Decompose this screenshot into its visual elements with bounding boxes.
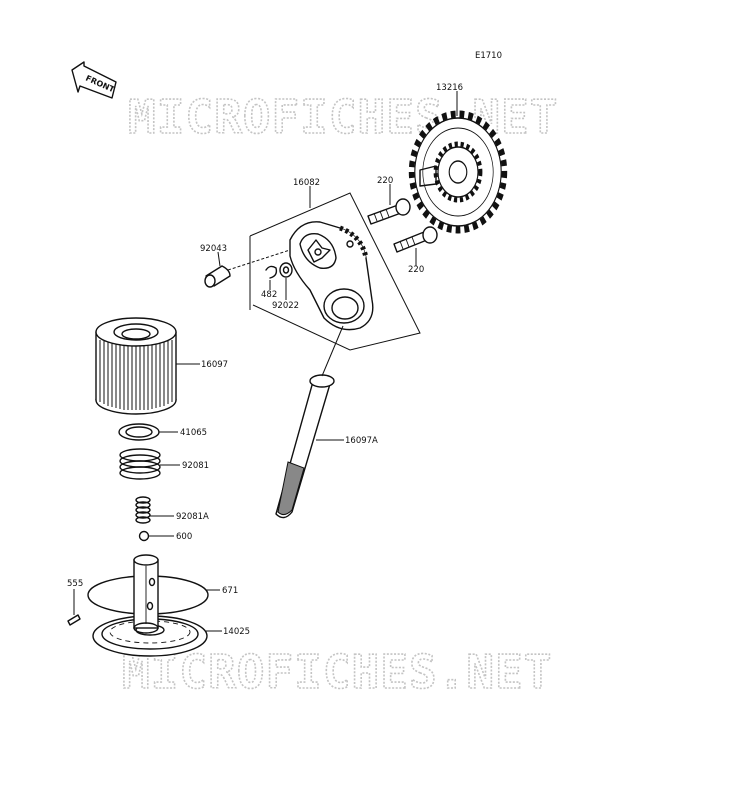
spring-92081 (119, 448, 161, 480)
center-tube (133, 554, 159, 634)
label-92043: 92043 (200, 244, 227, 254)
washer-92022 (279, 262, 293, 278)
label-16097: 16097 (201, 360, 228, 370)
label-92022: 92022 (272, 301, 299, 311)
oil-pump-body (289, 221, 374, 331)
watermark-bottom: MICROFICHES.NET (122, 645, 552, 699)
gear-13216 (408, 110, 508, 234)
circlip-482 (265, 265, 278, 279)
label-482: 482 (261, 290, 277, 300)
label-220-lower: 220 (408, 265, 424, 275)
oil-strainer-16097A (275, 374, 335, 519)
dowel-pin-92043 (204, 265, 231, 288)
diagram-code: E1710 (475, 51, 502, 61)
ball-600 (138, 530, 150, 542)
label-92081: 92081 (182, 461, 209, 471)
front-arrow-icon: FRONT (71, 61, 117, 99)
label-13216: 13216 (436, 83, 463, 93)
label-92081A: 92081A (176, 512, 209, 522)
spring-92081A (135, 496, 151, 524)
label-600: 600 (176, 532, 192, 542)
oil-filter-16097 (95, 317, 177, 415)
gasket-41065 (118, 423, 160, 441)
label-220-upper: 220 (377, 176, 393, 186)
bolt-lower (393, 226, 438, 253)
label-14025: 14025 (223, 627, 250, 637)
label-16082: 16082 (293, 178, 320, 188)
label-555: 555 (67, 579, 83, 589)
label-671: 671 (222, 586, 238, 596)
label-41065: 41065 (180, 428, 207, 438)
label-16097A: 16097A (345, 436, 378, 446)
bolt-upper (367, 198, 411, 225)
pin-555 (67, 614, 81, 626)
